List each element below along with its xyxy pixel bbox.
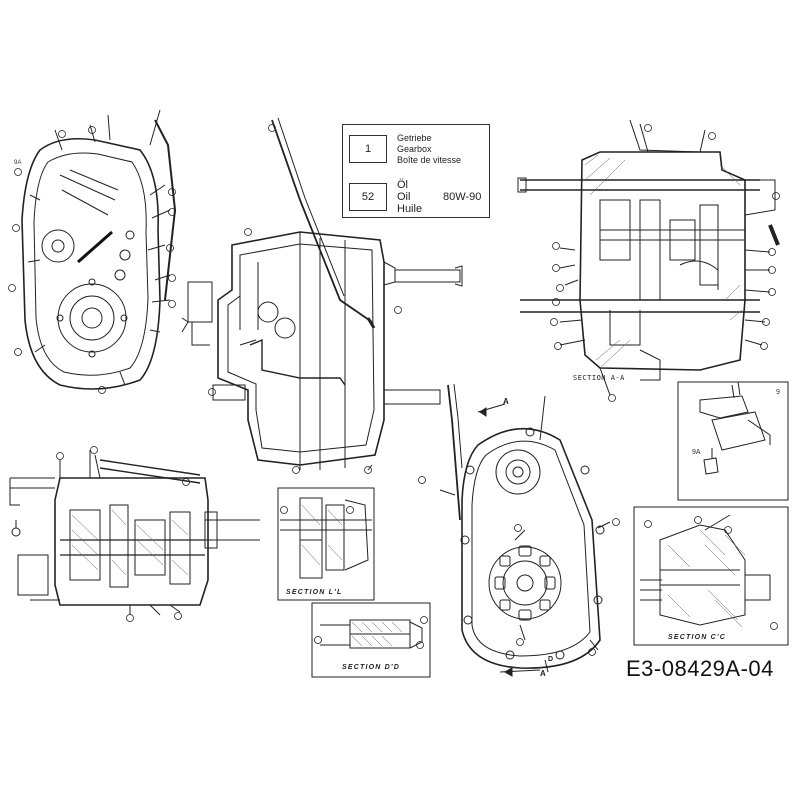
legend-item-label-de: Öl	[397, 179, 408, 191]
legend-item-label-de: Getriebe	[397, 133, 432, 143]
section-mark-a-top: A	[503, 397, 509, 406]
detail-label-9: 9	[776, 389, 780, 396]
section-ll-hatching	[301, 504, 343, 566]
legend-item-number: 1	[349, 135, 387, 163]
section-mark-d: D	[548, 656, 554, 663]
legend-item-spec: 80W-90	[443, 191, 482, 203]
section-dd-box	[311, 602, 431, 678]
drawing-code: E3-08429A-04	[626, 656, 774, 681]
gear-cross-section-left	[9, 450, 260, 616]
section-aa-view	[517, 119, 780, 396]
section-dd-hatching	[351, 621, 403, 647]
section-label-ll: SECTION L'L	[286, 589, 343, 596]
housing-view-top-left	[21, 109, 177, 390]
section-label-dd: SECTION D'D	[342, 664, 401, 671]
section-cc-box	[633, 506, 789, 646]
detail-label-9a-left: 9A	[14, 160, 22, 166]
section-mark-a-bottom: A	[540, 669, 546, 678]
section-aa-hatching	[584, 154, 743, 369]
section-label-aa: SECTION A-A	[573, 374, 625, 382]
gearbox-front-view	[439, 383, 611, 677]
section-cc-hatching	[667, 529, 746, 628]
section-ll-box	[277, 487, 375, 601]
legend-table: 1 Getriebe Gearbox Boîte de vitesse 52 Ö…	[342, 124, 490, 218]
detail-9-box	[677, 381, 789, 501]
callout-bubbles	[8, 124, 780, 656]
section-label-cc: SECTION C'C	[668, 634, 727, 641]
legend-item-label-en: Oil	[397, 191, 411, 203]
left-section-hatching	[71, 509, 189, 576]
detail-label-9a: 9A	[692, 449, 701, 456]
gearbox-side-view-center	[181, 117, 463, 471]
legend-item-number: 52	[349, 183, 387, 211]
legend-item-label-fr: Huile	[397, 203, 423, 215]
legend-item-label-fr: Boîte de vitesse	[397, 155, 462, 165]
legend-item-label-en: Gearbox	[397, 144, 432, 154]
